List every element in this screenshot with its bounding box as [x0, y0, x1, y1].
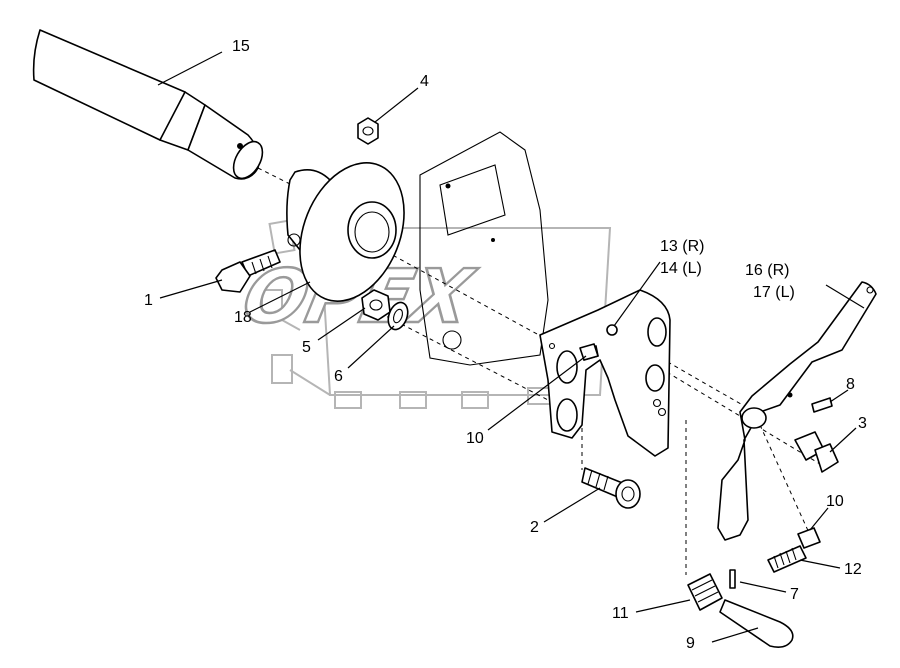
callout-14-left: 14 (L): [660, 260, 702, 277]
mounting-plate: [419, 131, 549, 366]
callout-4: 4: [420, 73, 429, 90]
part-1-bolt: [215, 249, 281, 293]
part-15-handle: [32, 29, 264, 180]
callout-1: 1: [144, 292, 153, 309]
callout-16-right: 16 (R): [745, 262, 789, 279]
part-3-shoulder-bolt: [794, 431, 839, 473]
callout-17-left: 17 (L): [753, 284, 795, 301]
callout-15: 15: [232, 38, 250, 55]
part-18-hub-flange: [286, 162, 405, 302]
callout-10-upper: 10: [466, 430, 484, 447]
callout-5: 5: [302, 339, 311, 356]
part-12-spring: [767, 545, 807, 573]
callout-9: 9: [686, 635, 695, 652]
part-16-17-lever: [717, 281, 877, 541]
callout-7: 7: [790, 586, 799, 603]
part-13-14-bracket: [539, 289, 671, 457]
callout-11: 11: [612, 605, 629, 622]
callout-13-right: 13 (R): [660, 238, 704, 255]
callout-2: 2: [530, 519, 539, 536]
part-7-roll-pin: [729, 569, 736, 589]
callout-3: 3: [858, 415, 867, 432]
part-11-spring: [687, 573, 723, 611]
part-10-pin-upper: [579, 343, 599, 361]
part-2-countersunk-bolt: [581, 467, 641, 509]
part-9-plunger: [719, 599, 794, 648]
part-6-washer: [387, 301, 409, 331]
callout-8: 8: [846, 376, 855, 393]
leader-lines: [157, 51, 865, 643]
callout-12: 12: [844, 561, 862, 578]
callout-18: 18: [234, 309, 252, 326]
part-5-nut: [361, 289, 391, 321]
part-10-pin-lower: [797, 527, 821, 549]
callout-10-lower: 10: [826, 493, 844, 510]
callout-6: 6: [334, 368, 343, 385]
part-4-nut: [357, 117, 379, 145]
part-8-pin: [811, 397, 833, 413]
